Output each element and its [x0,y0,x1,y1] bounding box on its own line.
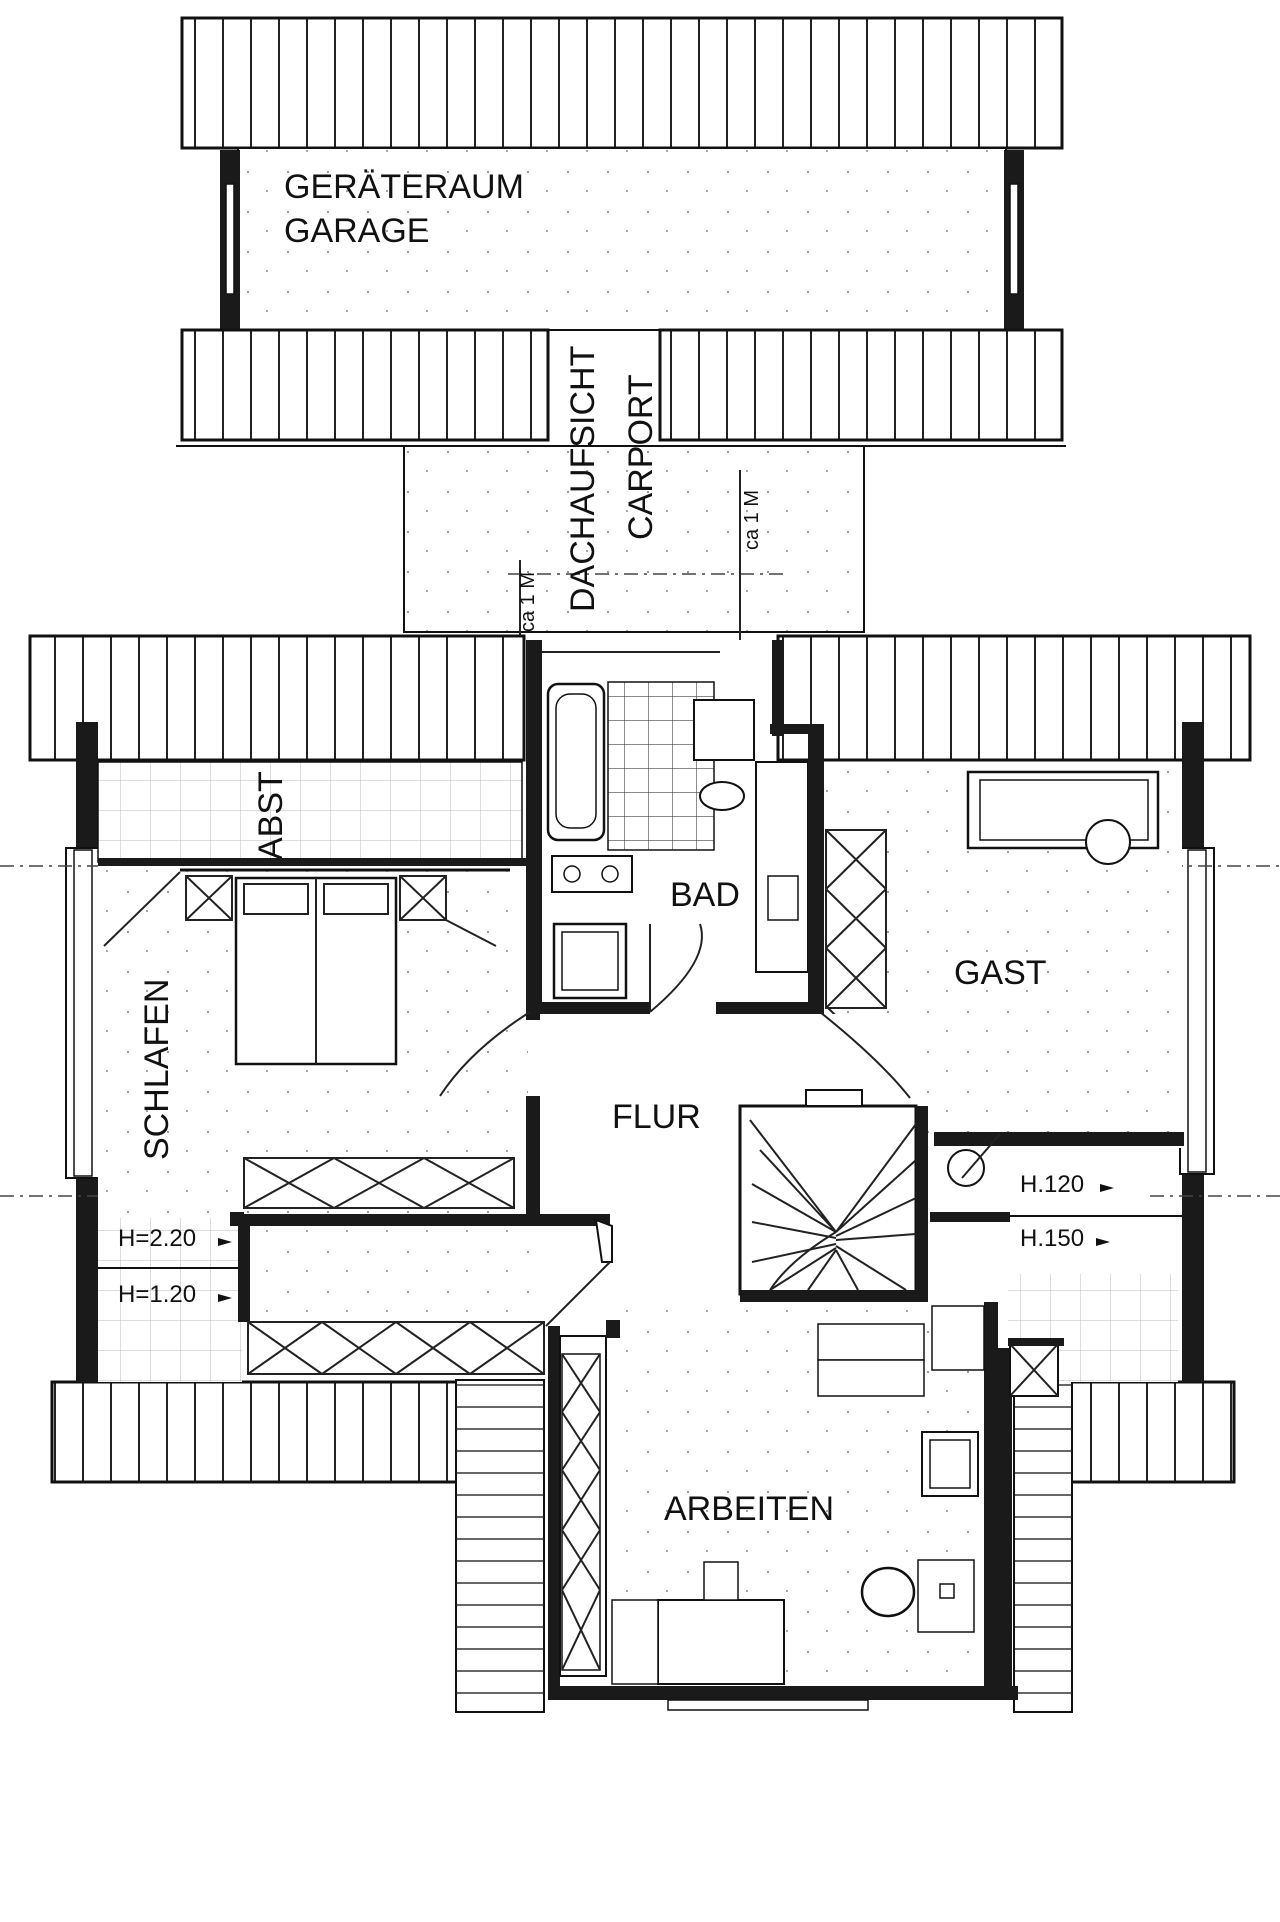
label-gast: GAST [954,954,1047,992]
label-dachaufsicht: DACHAUFSICHT [564,346,602,612]
label-carport: CARPORT [622,374,660,540]
label-h-220: H=2.20 [118,1225,196,1252]
label-h-120-left: H=1.20 [118,1281,196,1308]
arbeiten-room: ARBEITEN [548,1302,1064,1711]
garage-roof-bottom-left [180,328,550,442]
abst-area: ABST [97,761,523,863]
label-geraeteraum: GERÄTERAUM [284,168,524,206]
label-h-150: H.150 [1020,1225,1084,1252]
garage-roof-top [180,16,1064,150]
carport-area: DACHAUFSICHT CARPORT ca 1 M ca 1 M [403,346,865,640]
label-bad: BAD [670,876,740,914]
label-ca-1m-left: ca 1 M [517,572,539,632]
washbasin-gast [947,1149,985,1187]
staircase [738,1089,928,1302]
outer-walls [0,722,1280,1382]
label-schlafen: SCHLAFEN [138,979,176,1160]
label-arbeiten: ARBEITEN [664,1490,834,1528]
label-abst: ABST [252,771,290,860]
interior-walls [98,858,620,1338]
low-ceiling-left: H=2.20 H=1.20 [98,1214,612,1382]
toilet-bad [693,699,755,761]
garage-room [237,147,1007,331]
desk-arbeiten [657,1599,785,1685]
label-flur: FLUR [612,1098,701,1136]
garage-block: GERÄTERAUM GARAGE [176,16,1066,447]
garage-roof-bottom-right [658,328,1064,442]
label-ca-1m-right: ca 1 M [741,490,763,550]
house-roof [28,634,1252,1713]
bad-room: BAD [526,640,824,1020]
schlafen-room: SCHLAFEN [98,862,528,1222]
label-h-120-right: H.120 [1020,1171,1084,1198]
toilet-arbeiten [860,1566,916,1618]
label-garage: GARAGE [284,212,429,250]
